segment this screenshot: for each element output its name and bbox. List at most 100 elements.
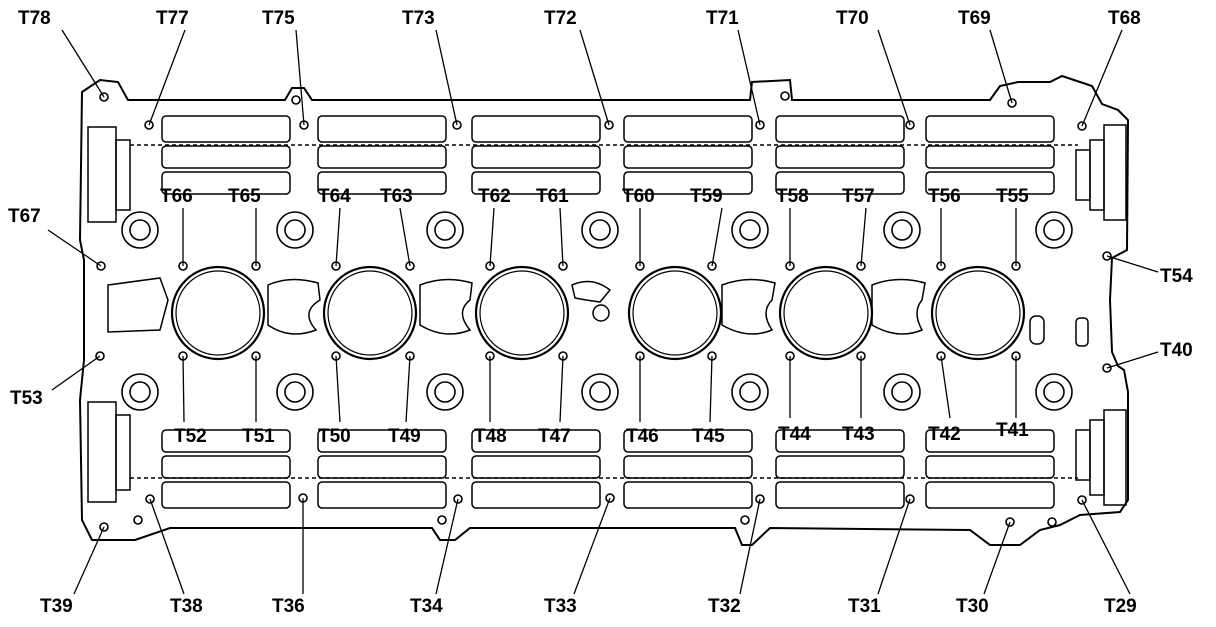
lower-bay-mid <box>775 455 905 479</box>
leader-lines <box>47 29 1159 595</box>
leader-line <box>435 498 459 595</box>
leader-line <box>47 229 102 267</box>
small-hole <box>604 120 614 130</box>
cylinder-bore-inner <box>175 270 261 356</box>
bolt-hole <box>883 373 921 411</box>
leader-line <box>989 29 1013 104</box>
label-T33: T33 <box>544 596 577 617</box>
label-T61: T61 <box>536 186 569 207</box>
label-T71: T71 <box>706 8 739 29</box>
label-T75: T75 <box>262 8 295 29</box>
label-T78: T78 <box>18 8 51 29</box>
cylinder-bore <box>627 265 723 361</box>
small-hole <box>1102 251 1112 261</box>
leader-line <box>877 29 911 126</box>
end-fittings <box>87 124 1127 506</box>
leader-line <box>711 207 723 267</box>
bolt-hole <box>581 211 619 249</box>
label-T68: T68 <box>1108 8 1141 29</box>
small-hole <box>133 515 143 525</box>
leader-line <box>559 207 564 267</box>
small-hole <box>707 261 717 271</box>
label-T56: T56 <box>928 186 961 207</box>
upper-bay-top <box>623 115 753 143</box>
leader-line <box>877 498 911 595</box>
bolt-hole-inner <box>284 381 306 403</box>
upper-bay-top <box>925 115 1055 143</box>
bolt-hole-inner <box>739 381 761 403</box>
lower-bay-mid <box>623 455 753 479</box>
upper-bay-low <box>775 171 905 195</box>
cylinder-bore <box>170 265 266 361</box>
bolt-hole-inner <box>129 219 151 241</box>
bolt-hole <box>883 211 921 249</box>
upper-bay-top <box>317 115 447 143</box>
upper-bay-low <box>161 171 291 195</box>
label-T69: T69 <box>958 8 991 29</box>
bolt-hole <box>276 211 314 249</box>
bolt-hole-inner <box>589 381 611 403</box>
label-T67: T67 <box>8 206 41 227</box>
upper-bay-mid <box>317 145 447 169</box>
small-hole <box>144 120 154 130</box>
label-T36: T36 <box>272 596 305 617</box>
label-T39: T39 <box>40 596 73 617</box>
small-hole <box>437 515 447 525</box>
lower-bay-low <box>775 481 905 509</box>
lower-bay-mid <box>471 455 601 479</box>
small-hole <box>1077 495 1087 505</box>
small-hole <box>755 494 765 504</box>
bolt-hole <box>121 373 159 411</box>
bolt-hole <box>121 211 159 249</box>
bolt-hole-inner <box>284 219 306 241</box>
head-bolt-holes <box>121 211 1073 411</box>
bolt-hole <box>581 373 619 411</box>
lower-bay-low <box>317 481 447 509</box>
leader-line <box>405 355 411 423</box>
label-T31: T31 <box>848 596 881 617</box>
lower-bay-mid <box>925 455 1055 479</box>
small-hole <box>1005 517 1015 527</box>
lower-bay-top <box>623 429 753 453</box>
leader-line <box>940 355 951 419</box>
upper-bay-low <box>623 171 753 195</box>
leader-line <box>435 29 458 126</box>
small-hole <box>1102 363 1112 373</box>
bolt-hole-inner <box>1043 381 1065 403</box>
cylinder-bore <box>778 265 874 361</box>
cylinder-bore-inner <box>935 270 1021 356</box>
label-T51: T51 <box>242 426 275 447</box>
small-hole <box>291 95 301 105</box>
leader-line <box>51 355 101 391</box>
upper-bay-top <box>775 115 905 143</box>
small-hole <box>1047 517 1057 527</box>
label-T60: T60 <box>622 186 655 207</box>
leader-line <box>295 29 305 126</box>
small-hole <box>1077 121 1087 131</box>
upper-bay-low <box>925 171 1055 195</box>
upper-bay-low <box>471 171 601 195</box>
bolt-hole-inner <box>1043 219 1065 241</box>
bolt-hole-inner <box>434 219 456 241</box>
label-T44: T44 <box>778 424 811 445</box>
lower-bay-top <box>471 429 601 453</box>
leader-line <box>182 355 185 423</box>
small-hole <box>96 261 106 271</box>
label-T64: T64 <box>318 186 351 207</box>
label-T73: T73 <box>402 8 435 29</box>
leader-line <box>335 355 341 423</box>
leader-line <box>559 355 564 423</box>
bolt-hole <box>276 373 314 411</box>
label-T53: T53 <box>10 388 43 409</box>
leader-line <box>983 521 1011 595</box>
leader-line <box>709 355 713 423</box>
leader-line <box>573 497 611 595</box>
label-T58: T58 <box>776 186 809 207</box>
bolt-hole <box>1035 373 1073 411</box>
bolt-hole-inner <box>589 219 611 241</box>
small-hole <box>99 522 109 532</box>
cylinder-bore-inner <box>632 270 718 356</box>
leader-line <box>1081 29 1123 127</box>
label-T65: T65 <box>228 186 261 207</box>
